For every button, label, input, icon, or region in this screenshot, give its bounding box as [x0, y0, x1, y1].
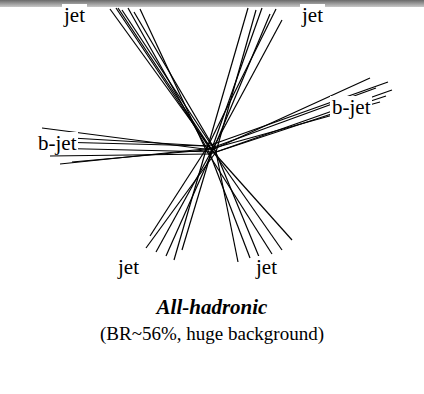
b-jet-label: b-jet — [330, 96, 372, 119]
branching-ratio-note: (BR~56%, huge background) — [98, 324, 326, 345]
jet-label: jet — [254, 256, 279, 279]
jet-label: jet — [116, 256, 141, 279]
b-jet-label: b-jet — [36, 132, 78, 155]
jet-label: jet — [62, 4, 87, 27]
jet-label: jet — [300, 4, 325, 27]
jet-lines — [38, 8, 392, 264]
caption: All-hadronic — [157, 296, 268, 319]
